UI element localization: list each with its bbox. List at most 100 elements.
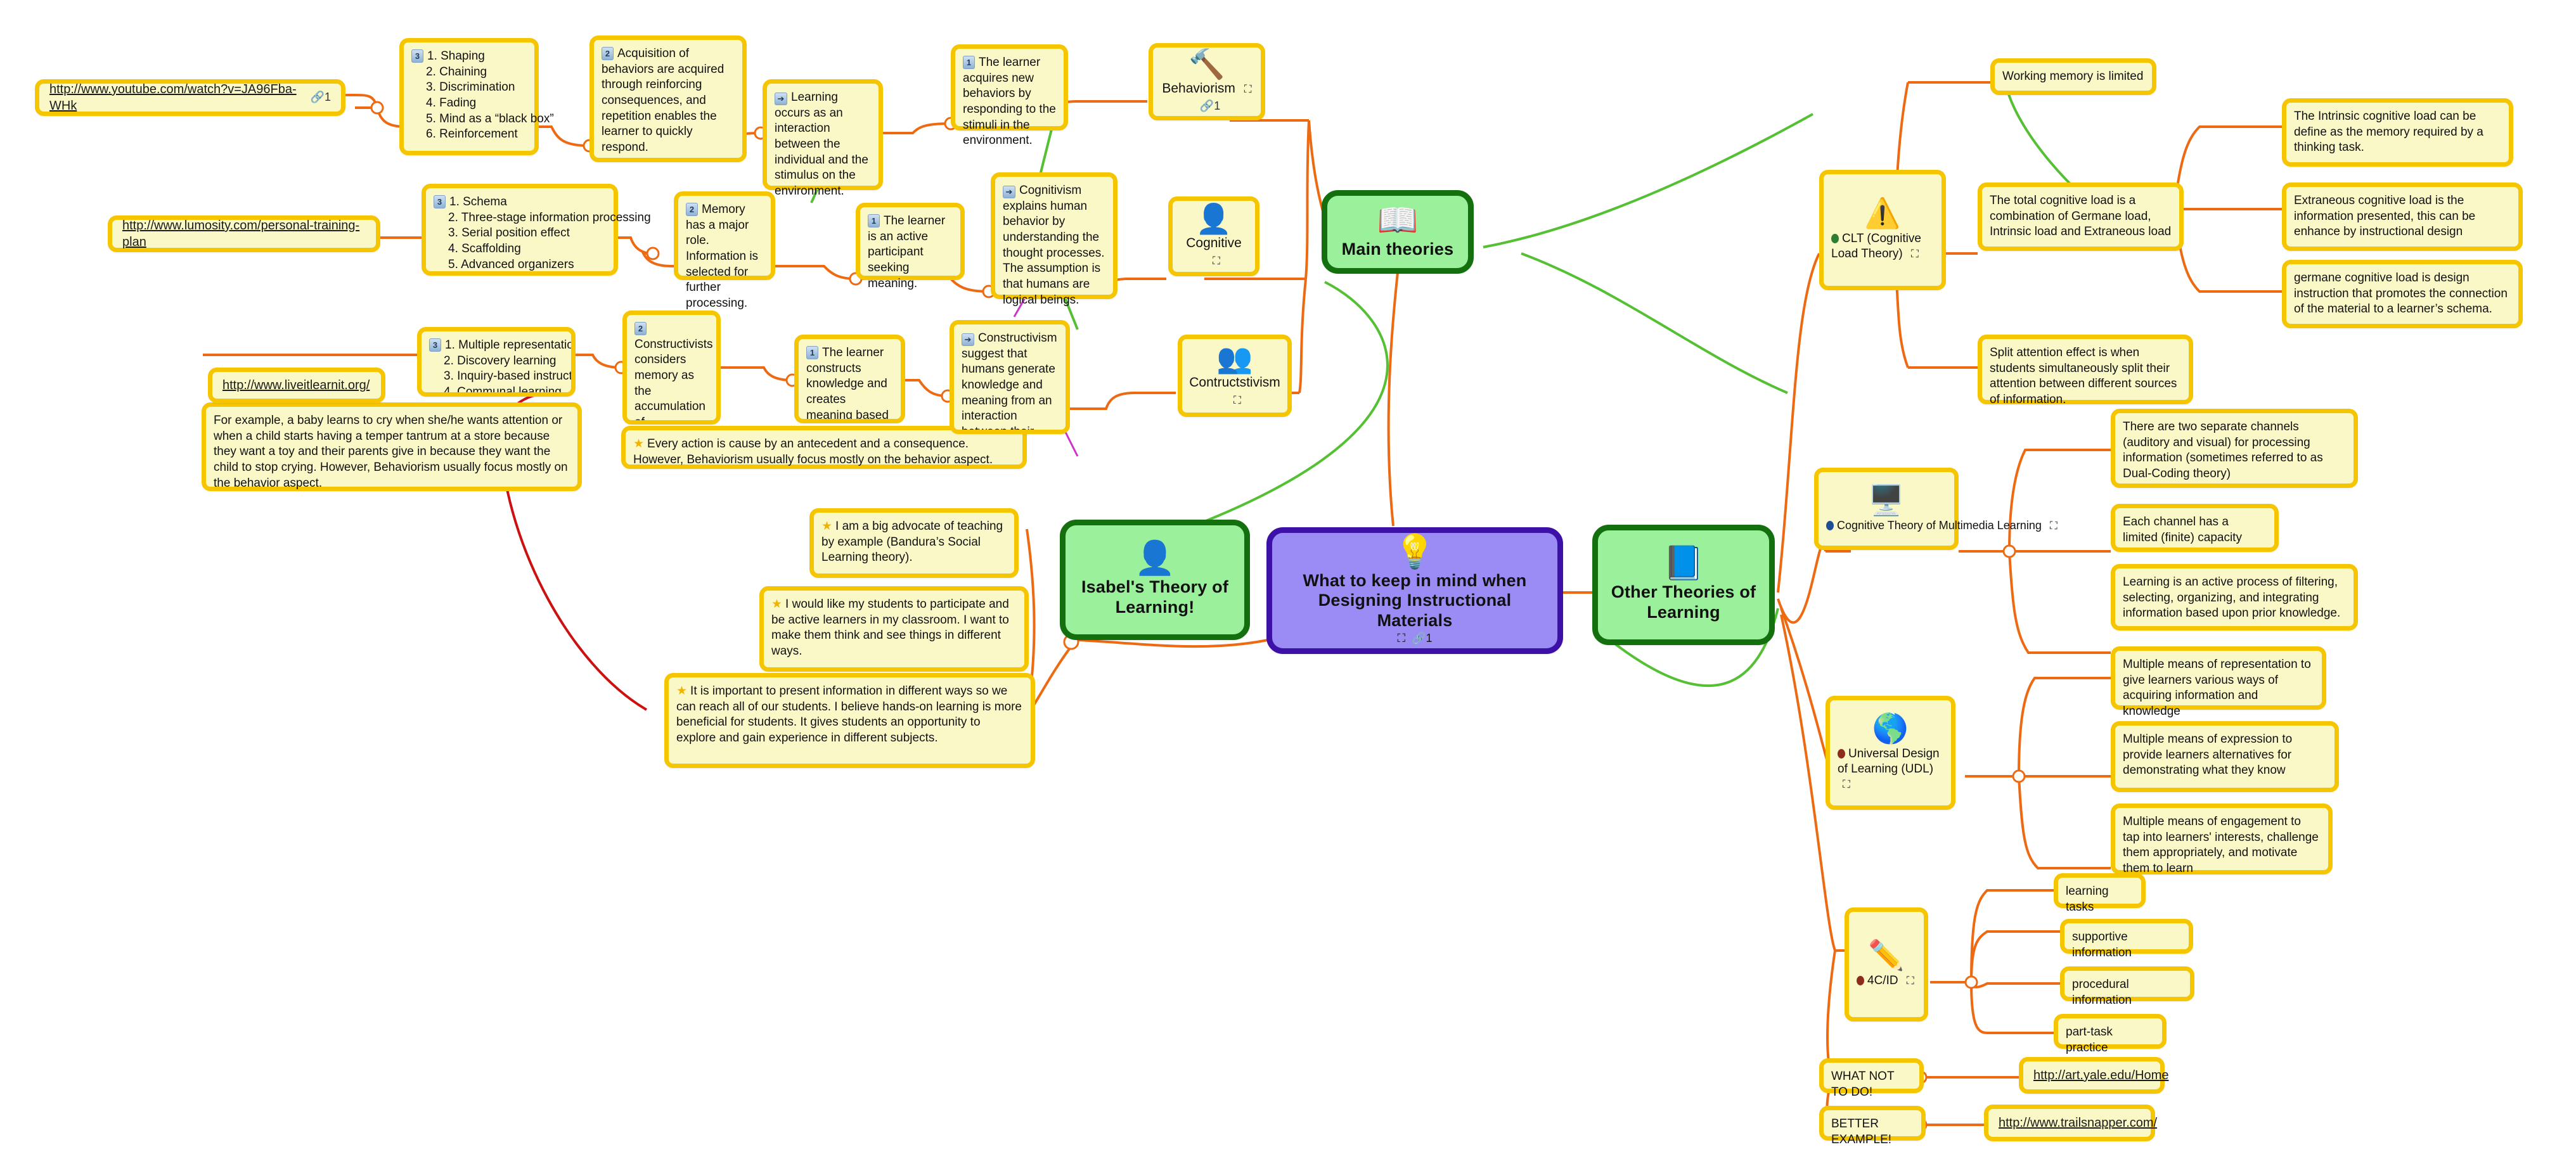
fourcid-child-1[interactable]: learning tasks [2054, 873, 2146, 914]
theory-4cid[interactable]: ✏️ 4C/ID ⛶ [1845, 907, 1928, 1022]
bullet-dot [1826, 520, 1834, 530]
image-badge-icon: ⛶ [2049, 519, 2058, 532]
behaviorism-url[interactable]: http://www.youtube.com/watch?v=JA96Fba-W… [35, 79, 345, 116]
bullet-dot [1857, 976, 1864, 986]
udl-child-1[interactable]: Multiple means of representation to give… [2111, 646, 2326, 718]
number-badge: 1 [806, 346, 818, 359]
clt-child-3[interactable]: Split attention effect is when students … [1978, 335, 2193, 406]
globe-icon: 🌎 [1872, 712, 1909, 745]
number-badge: 3 [411, 49, 423, 63]
example-label-2[interactable]: BETTER EXAMPLE! [1819, 1106, 1926, 1146]
theory-behaviorism[interactable]: 🔨 Behaviorism ⛶ 🔗1 [1149, 43, 1265, 120]
behaviorism-label: Behaviorism ⛶ 🔗1 [1162, 80, 1252, 112]
cognitive-note-arrow[interactable]: ➔Cognitivism explains human behavior by … [991, 172, 1117, 307]
branch-main-theories[interactable]: 📖 Main theories [1322, 190, 1474, 274]
multimedia-label: Cognitive Theory of Multimedia Learning … [1826, 518, 2058, 533]
image-badge-icon: ⛶ [1843, 778, 1850, 790]
example-label-1[interactable]: WHAT NOT TO DO! [1819, 1058, 1924, 1099]
fourcid-child-3[interactable]: procedural information [2060, 966, 2194, 1007]
image-badge-icon: ⛶ [1233, 394, 1241, 406]
image-badge-icon: ⛶ [1906, 975, 1914, 987]
udl-child-2[interactable]: Multiple means of expression to provide … [2111, 721, 2339, 792]
pencil-icon: ✏️ [1868, 939, 1905, 972]
theory-udl[interactable]: 🌎 Universal Design of Learning (UDL) ⛶ [1826, 696, 1955, 810]
central-node-meta: ⛶ 🔗1 [1397, 632, 1433, 645]
multimedia-child-1[interactable]: There are two separate channels (auditor… [2111, 409, 2358, 488]
list-item: 5. Mind as a “black box” [426, 112, 554, 125]
central-node[interactable]: 💡 What to keep in mind when Designing In… [1266, 527, 1563, 654]
constructivism-url[interactable]: http://www.liveitlearnit.org/ [208, 368, 385, 403]
number-badge: 1 [868, 214, 880, 227]
number-badge: 2 [686, 203, 698, 216]
fourcid-child-2[interactable]: supportive information [2060, 919, 2193, 959]
constructivism-url-link[interactable]: http://www.liveitlearnit.org/ [222, 378, 370, 392]
clt-child-4[interactable]: The Intrinsic cognitive load can be defi… [2282, 98, 2513, 167]
theory-multimedia[interactable]: 🖥️ Cognitive Theory of Multimedia Learni… [1814, 468, 2058, 550]
example-url-2[interactable]: http://www.trailsnapper.com/ [1984, 1105, 2158, 1141]
main-theories-label: Main theories [1341, 240, 1454, 259]
isabel-note-1[interactable]: ★I am a big advocate of teaching by exam… [809, 508, 1019, 578]
warning-icon: ⚠️ [1864, 196, 1901, 230]
central-node-label: What to keep in mind when Designing Inst… [1303, 570, 1527, 631]
clt-child-2[interactable]: The total cognitive load is a combinatio… [1978, 183, 2184, 251]
cognitive-url-link[interactable]: http://www.lumosity.com/personal-trainin… [122, 219, 360, 249]
person-bust-icon: 👤 [1195, 202, 1232, 235]
isabel-note-3[interactable]: ★It is important to present information … [664, 673, 1035, 768]
lightbulb-icon: 💡 [1394, 533, 1436, 570]
behaviorism-url-link-count: 🔗1 [310, 91, 331, 104]
isabel-note-2[interactable]: ★I would like my students to participate… [759, 586, 1029, 672]
multimedia-child-2[interactable]: Each channel has a limited (finite) capa… [2111, 504, 2279, 552]
gavel-icon: 🔨 [1188, 47, 1225, 80]
behaviorism-note-2[interactable]: ➔Learning occurs as an interaction betwe… [763, 79, 883, 198]
image-badge-icon: ⛶ [1213, 255, 1220, 267]
number-badge: 2 [602, 47, 614, 60]
two-people-icon: 👥 [1216, 341, 1253, 375]
behaviorism-url-link[interactable]: http://www.youtube.com/watch?v=JA96Fba-W… [49, 82, 297, 113]
fourcid-child-4[interactable]: part-task practice [2054, 1014, 2167, 1054]
cognitive-label: Cognitive ⛶ [1186, 235, 1242, 267]
blue-book-icon: 📘 [1663, 545, 1704, 582]
udl-child-3[interactable]: Multiple means of engagement to tap into… [2111, 804, 2333, 875]
number-badge: 3 [434, 195, 446, 208]
clt-label: CLT (Cognitive Load Theory) ⛶ [1831, 232, 1921, 260]
person-icon: 👤 [1134, 540, 1176, 577]
example-url-2-link[interactable]: http://www.trailsnapper.com/ [1999, 1116, 2158, 1130]
arrow-badge-icon: ➔ [962, 333, 974, 346]
number-badge: 1 [963, 56, 975, 69]
theory-constructivism[interactable]: 👥 Contructstivism ⛶ [1178, 335, 1292, 417]
theory-clt[interactable]: ⚠️ CLT (Cognitive Load Theory) ⛶ [1819, 170, 1946, 290]
clt-child-6[interactable]: germane cognitive load is design instruc… [2282, 260, 2523, 328]
example-url-1[interactable]: http://art.yale.edu/Home [2019, 1057, 2169, 1094]
clt-child-1[interactable]: Working memory is limited [1990, 58, 2156, 95]
udl-label: Universal Design of Learning (UDL) ⛶ [1838, 747, 1940, 790]
branch-isabel-theory[interactable]: 👤 Isabel's Theory of Learning! [1060, 520, 1250, 640]
branch-other-theories[interactable]: 📘 Other Theories of Learning [1592, 525, 1775, 645]
example-url-1-link[interactable]: http://art.yale.edu/Home [2033, 1068, 2169, 1082]
constructivism-note-arrow[interactable]: ➔Constructivism suggest that humans gene… [950, 320, 1070, 434]
open-book-icon: 📖 [1377, 202, 1419, 240]
cognitive-url[interactable]: http://www.lumosity.com/personal-trainin… [108, 215, 380, 252]
theory-cognitive[interactable]: 👤 Cognitive ⛶ [1168, 196, 1259, 276]
isabel-theory-label: Isabel's Theory of Learning! [1081, 577, 1229, 617]
list-item: 4. Communal learning [444, 385, 562, 397]
behaviorism-example-note[interactable]: For example, a baby learns to cry when s… [202, 402, 582, 491]
star-icon: ★ [633, 437, 645, 451]
list-item: 4. Scaffolding [448, 242, 521, 256]
clt-child-5[interactable]: Extraneous cognitive load is the informa… [2282, 183, 2523, 251]
multimedia-child-3[interactable]: Learning is an active process of filteri… [2111, 564, 2358, 631]
constructivism-note-2[interactable]: 2Constructivists considers memory as the… [622, 311, 721, 425]
bullet-dot [1831, 234, 1839, 244]
